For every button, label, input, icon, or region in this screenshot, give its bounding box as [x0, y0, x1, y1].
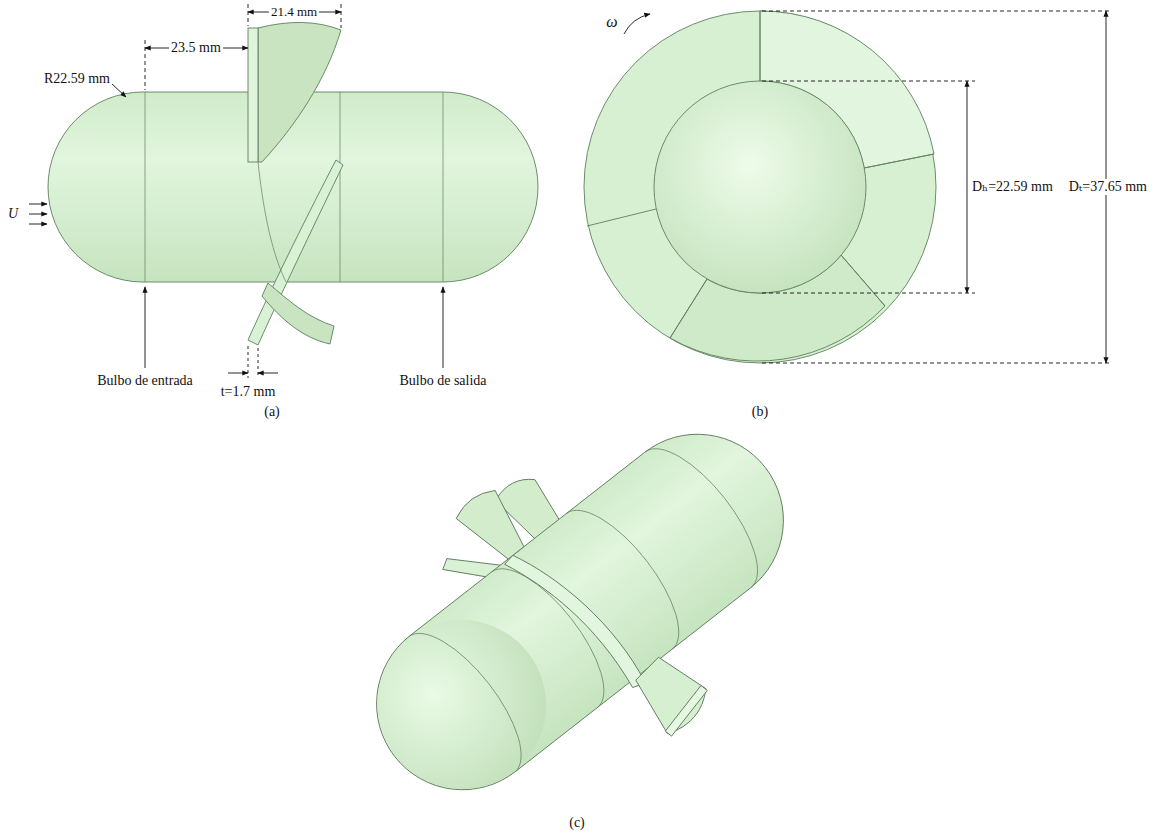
blade — [503, 537, 648, 706]
extension-line — [762, 11, 1112, 12]
front-view-dimensions — [624, 11, 1112, 363]
bulb-cap — [343, 586, 580, 823]
pointer-arrow — [443, 287, 444, 368]
diameter-dimension: Dₜ=37.65 mm — [1067, 179, 1149, 195]
part-name: Bulbo de entrada — [97, 373, 193, 389]
blade-root — [258, 162, 286, 282]
flow-arrow — [29, 224, 47, 225]
blade — [627, 646, 716, 737]
tip-circle — [584, 11, 936, 363]
isometric-view — [299, 345, 860, 839]
hub-circle — [654, 81, 866, 293]
rotation-symbol: ω — [606, 13, 617, 31]
section-line — [645, 431, 778, 587]
rotation-arrow — [624, 14, 650, 34]
view-label: (b) — [752, 404, 768, 420]
side-view-dimensions — [29, 4, 443, 378]
extension-line — [145, 40, 146, 90]
view-label: (a) — [264, 404, 280, 420]
flow-arrow — [29, 214, 47, 215]
bulb-body — [342, 400, 818, 825]
section-line — [340, 92, 341, 282]
velocity-symbol: U — [8, 206, 18, 222]
dimension-line — [967, 81, 968, 293]
blade-border — [864, 154, 934, 168]
extension-line — [258, 348, 259, 378]
blade — [453, 485, 534, 569]
extension-line — [762, 363, 1112, 364]
section-line — [409, 616, 542, 772]
section-line — [145, 92, 146, 282]
section-line — [443, 92, 444, 282]
flow-arrow — [29, 204, 47, 205]
blade-border — [587, 209, 656, 226]
blade — [258, 22, 341, 162]
pointer-arrow — [145, 287, 146, 368]
front-view — [584, 11, 936, 363]
thickness-dimension: t=1.7 mm — [221, 384, 276, 400]
part-name: Bulbo de salida — [399, 373, 486, 389]
extension-line — [341, 4, 342, 28]
dimension-line — [258, 373, 278, 374]
diameter-dimension: Dₕ=22.59 mm — [972, 179, 1053, 195]
blade — [262, 283, 334, 344]
side-view — [48, 22, 538, 345]
length-dimension: 23.5 mm — [169, 40, 223, 56]
dimension-line — [228, 373, 248, 374]
blade-edge — [665, 685, 707, 736]
blade-border — [760, 11, 761, 81]
radius-dimension: R22.59 mm — [44, 71, 110, 87]
length-dimension: 21.4 mm — [269, 5, 319, 20]
radius-leader — [112, 84, 126, 97]
blade-border — [841, 255, 885, 306]
view-label: (c) — [569, 815, 585, 831]
blade-edge — [248, 28, 258, 162]
extension-line — [248, 4, 249, 26]
extension-line — [762, 81, 975, 82]
blade-border — [670, 279, 707, 338]
extension-line — [762, 293, 975, 294]
blade — [248, 160, 343, 345]
